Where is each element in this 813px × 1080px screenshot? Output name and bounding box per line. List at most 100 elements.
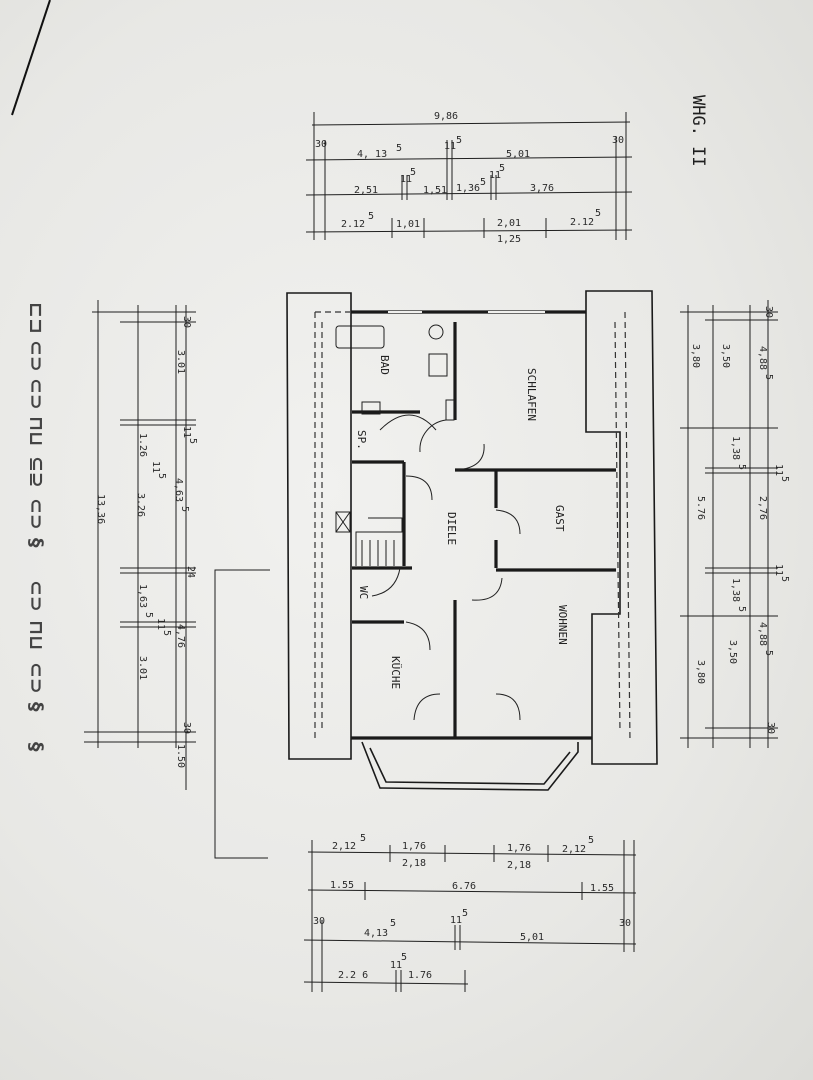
margin-symbol: § — [25, 538, 47, 548]
dim-label: 11 — [150, 461, 161, 473]
dim-label: 4,88 — [757, 622, 768, 646]
dim-sup: 5 — [595, 208, 601, 219]
sink — [428, 353, 448, 377]
dim-label: 6.76 — [452, 881, 476, 892]
dim-sup: 5 — [187, 438, 198, 444]
door-swing — [405, 475, 433, 501]
dim-sup: 5 — [480, 177, 486, 188]
margin-symbol: ⊂⊃ — [25, 580, 47, 612]
bay-window — [361, 741, 579, 791]
dim-label: 2,76 — [757, 496, 768, 520]
stair-treads — [361, 540, 395, 566]
bracket-line — [214, 569, 270, 859]
bay-window-inner — [369, 747, 571, 785]
dim-label: 3,80 — [695, 660, 706, 684]
shelf — [445, 399, 455, 421]
dim-label: 3,50 — [727, 640, 738, 664]
dim-label: 1,36 — [456, 183, 480, 194]
door-swing — [471, 577, 503, 601]
toilet — [428, 324, 444, 340]
door-swing — [371, 567, 401, 597]
dim-label: 1.50 — [175, 744, 186, 768]
bathtub — [335, 325, 385, 349]
dim-label: 2,12 — [332, 841, 356, 852]
room-label-wohnen: WOHNEN — [556, 605, 569, 645]
dim-label: 11 — [181, 426, 192, 438]
roof-line-right — [624, 311, 631, 743]
dim-label: 1,25 — [497, 234, 521, 245]
dim-label: 4,88 — [757, 346, 768, 370]
margin-symbol: ⊂⊃ — [25, 378, 47, 410]
dim-label: 1,76 — [402, 841, 426, 852]
dim-label: 1.26 — [137, 433, 148, 457]
dim-label: 2,18 — [507, 860, 531, 871]
dim-label: 2,18 — [402, 858, 426, 869]
dim-label: 11 — [400, 174, 412, 185]
left-dimension-chain: 30 3.01 115 1.26 115 3.26 4,635 13,36 24… — [84, 300, 198, 790]
plan-title-group: WHG. II — [688, 95, 708, 167]
building-walls — [286, 290, 658, 791]
dim-label: 5.76 — [695, 496, 706, 520]
dim-sup: 5 — [396, 143, 402, 154]
dim-sup: 5 — [360, 833, 366, 844]
plan-title: WHG. II — [688, 95, 708, 167]
dim-label: 11 — [773, 564, 784, 576]
dim-label: 24 — [185, 566, 196, 578]
door-swing — [413, 693, 441, 721]
margin-symbol: ⊓⊔ — [25, 620, 47, 650]
dim-label: 11 — [155, 618, 166, 630]
dim-sup: 5 — [156, 473, 167, 479]
bottom-dimension-chain: 2,12 5 1,76 2,18 1,76 2,18 2,12 5 1.55 6… — [303, 833, 637, 992]
dim-label: 1,38 — [730, 578, 741, 602]
dim-label: 1,63 — [137, 584, 148, 608]
dim-label: 1.55 — [330, 880, 354, 891]
margin-symbol: § — [25, 742, 47, 752]
dim-label: 1.55 — [590, 883, 614, 894]
dim-label: 11 — [390, 960, 402, 971]
dim-sup: 5 — [390, 918, 396, 929]
dim-sup: 5 — [410, 167, 416, 178]
dim-label: 30 — [619, 918, 631, 929]
door-swing — [495, 509, 521, 535]
stair-landing — [335, 511, 351, 533]
dim-label: 5,01 — [520, 932, 544, 943]
door-swing — [495, 693, 521, 721]
roof-line-right-inner — [614, 321, 621, 733]
dim-sup: 5 — [143, 612, 154, 618]
door-swing — [455, 443, 485, 471]
door-swing — [405, 621, 431, 651]
room-label-schlafen: SCHLAFEN — [525, 368, 538, 421]
dim-label: 3.01 — [137, 656, 148, 680]
dim-label: 1,51 — [423, 185, 447, 196]
stair — [355, 517, 403, 566]
dim-label: 2.12 — [341, 219, 365, 230]
margin-symbols: ⊏⊐ ⊂⊃ ⊂⊃ ⊓⊔ ⊆⊇ ⊂⊃ § ⊂⊃ ⊓⊔ ⊂⊃ § § — [25, 302, 47, 752]
dim-label: 30 — [315, 139, 327, 150]
dim-sup: 5 — [588, 835, 594, 846]
dim-label: 11 — [773, 464, 784, 476]
dim-label: 30 — [313, 916, 325, 927]
margin-symbol: ⊂⊃ — [25, 662, 47, 694]
dim-sup: 5 — [499, 163, 505, 174]
dim-label: 3.26 — [135, 493, 146, 517]
margin-symbol: ⊂⊃ — [25, 340, 47, 372]
top-dimension-chain: 9,86 30 30 4, 13 5 11 5 5,01 2,51 11 5 1… — [305, 111, 633, 245]
right-wing-outline — [585, 290, 658, 765]
dim-sup: 5 — [779, 476, 790, 482]
dim-sup: 5 — [779, 576, 790, 582]
pen-stroke — [11, 0, 51, 116]
left-wing-outline — [286, 292, 352, 760]
room-labels: BAD SCHLAFEN SP. GAST DIELE WC WOHNEN KÜ… — [355, 355, 569, 689]
dim-label: 30 — [181, 316, 192, 328]
dim-sup: 5 — [456, 135, 462, 146]
dim-label: 3.01 — [175, 350, 186, 374]
room-label-bad: BAD — [378, 355, 391, 375]
dim-sup: 5 — [462, 908, 468, 919]
margin-symbol: § — [25, 702, 47, 712]
room-label-wc: WC — [357, 586, 370, 599]
fixtures — [335, 324, 455, 566]
doors — [371, 414, 521, 721]
dim-label: 1,76 — [507, 843, 531, 854]
margin-symbol: ⊏⊐ — [25, 302, 47, 334]
